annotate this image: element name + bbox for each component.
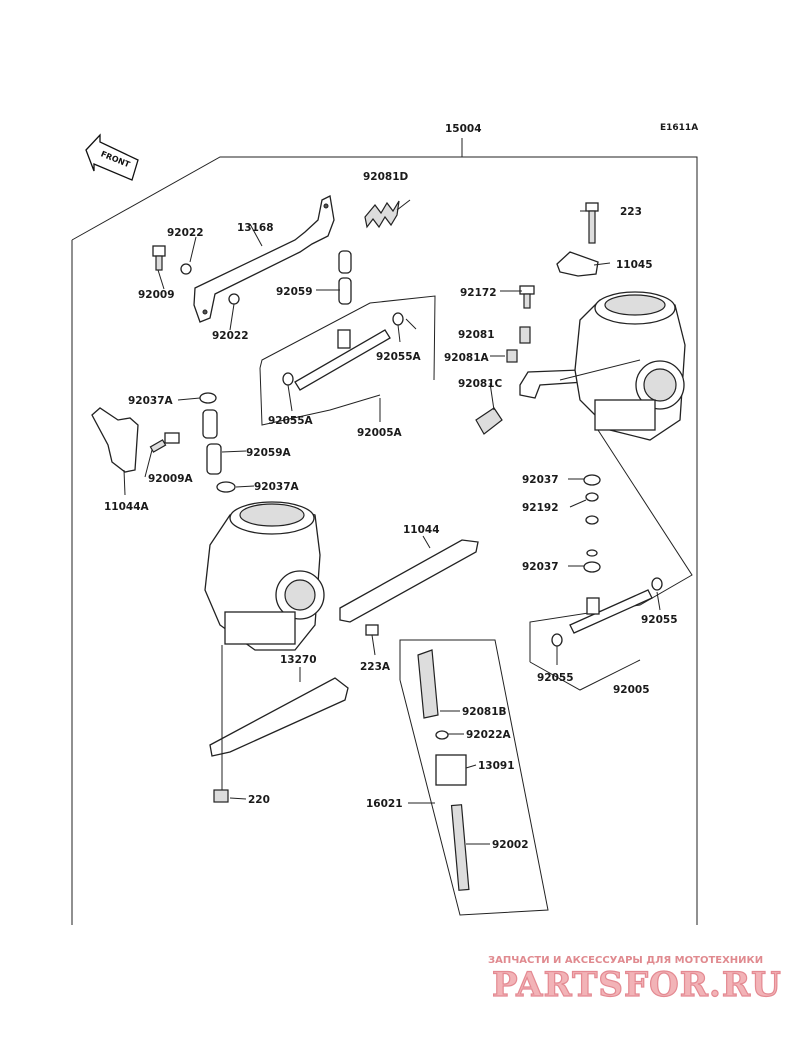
- plunger-assy-16021: [399, 639, 549, 916]
- carburetor-right: [559, 291, 686, 441]
- label-16021: 16021: [366, 798, 403, 810]
- spring-92081: [519, 326, 531, 344]
- cap-92037-top: [583, 474, 601, 486]
- part-labels: E1611A 15004 92081D 92022 13168 223 9200…: [104, 123, 698, 851]
- label-92037A-mid: 92037A: [254, 481, 300, 493]
- clip: [585, 515, 599, 525]
- label-92059A: 92059A: [246, 447, 292, 459]
- label-223: 223: [620, 206, 642, 218]
- watermark-tagline: ЗАПЧАСТИ И АКСЕССУАРЫ ДЛЯ МОТОТЕХНИКИ: [488, 955, 763, 966]
- label-92037-low: 92037: [522, 561, 559, 573]
- label-92055-right: 92055: [641, 614, 678, 626]
- tube-92059A: [202, 409, 222, 475]
- label-13168: 13168: [237, 222, 274, 234]
- bracket-11045: [556, 251, 599, 277]
- label-15004: 15004: [445, 123, 482, 135]
- screw-92009A: [149, 432, 180, 453]
- label-220: 220: [248, 794, 270, 806]
- label-92037A-top: 92037A: [128, 395, 174, 407]
- assembly-frame: [71, 138, 698, 925]
- label-92059: 92059: [276, 286, 313, 298]
- label-13091: 13091: [478, 760, 515, 772]
- label-92055-left: 92055: [537, 672, 574, 684]
- cap-92037-low: [583, 561, 601, 573]
- label-92081B: 92081B: [462, 706, 507, 718]
- label-11044A: 11044A: [104, 501, 150, 513]
- watermark-brand: PARTSFOR.RU: [492, 965, 782, 1005]
- screw-92009: [152, 245, 166, 271]
- label-92009: 92009: [138, 289, 175, 301]
- throttle-link-bracket: [193, 195, 335, 323]
- washer-92022-top: [180, 263, 192, 275]
- label-92022A: 92022A: [466, 729, 512, 741]
- cap-92037A-top: [199, 392, 217, 404]
- front-arrow-icon: FRONT: [85, 133, 139, 181]
- label-92081: 92081: [458, 329, 495, 341]
- diagram-code: E1611A: [660, 123, 698, 133]
- plate-11044: [339, 539, 479, 623]
- label-11044: 11044: [403, 524, 440, 536]
- label-92022-mid: 92022: [212, 330, 249, 342]
- label-92081A: 92081A: [444, 352, 490, 364]
- washer-92022-mid: [228, 293, 240, 305]
- label-92037-top: 92037: [522, 474, 559, 486]
- label-13270: 13270: [280, 654, 317, 666]
- oring: [586, 549, 598, 557]
- tube-92059: [338, 250, 352, 305]
- label-92055A-right: 92055A: [376, 351, 422, 363]
- label-92192: 92192: [522, 502, 559, 514]
- label-92022-top: 92022: [167, 227, 204, 239]
- label-92002: 92002: [492, 839, 529, 851]
- label-92009A: 92009A: [148, 473, 194, 485]
- label-92005A: 92005A: [357, 427, 403, 439]
- bolt-220: [213, 789, 229, 803]
- spring-92081D: [364, 199, 411, 229]
- washer-92192: [585, 492, 599, 502]
- label-223A: 223A: [360, 661, 391, 673]
- label-11045: 11045: [616, 259, 653, 271]
- screw-92172: [519, 285, 535, 309]
- screw-223: [585, 202, 599, 244]
- choke-lever: [519, 369, 585, 399]
- fuel-pipe-92005A: [259, 295, 436, 426]
- plate-13270: [209, 677, 349, 757]
- fuel-pipe-92005: [529, 429, 693, 691]
- carburetor-left: [204, 501, 325, 651]
- label-92005: 92005: [613, 684, 650, 696]
- spring-92081C: [475, 407, 503, 435]
- cap-92037A-mid: [216, 481, 236, 493]
- label-92081D: 92081D: [363, 171, 409, 183]
- screw-223A: [365, 624, 379, 636]
- spring-92081A: [506, 349, 518, 363]
- label-92055A-left: 92055A: [268, 415, 314, 427]
- label-92172: 92172: [460, 287, 497, 299]
- watermark: ЗАПЧАСТИ И АКСЕССУАРЫ ДЛЯ МОТОТЕХНИКИ PA…: [488, 955, 782, 1006]
- label-92081C: 92081C: [458, 378, 503, 390]
- leader-lines: [123, 210, 661, 845]
- bracket-11044A: [91, 407, 139, 473]
